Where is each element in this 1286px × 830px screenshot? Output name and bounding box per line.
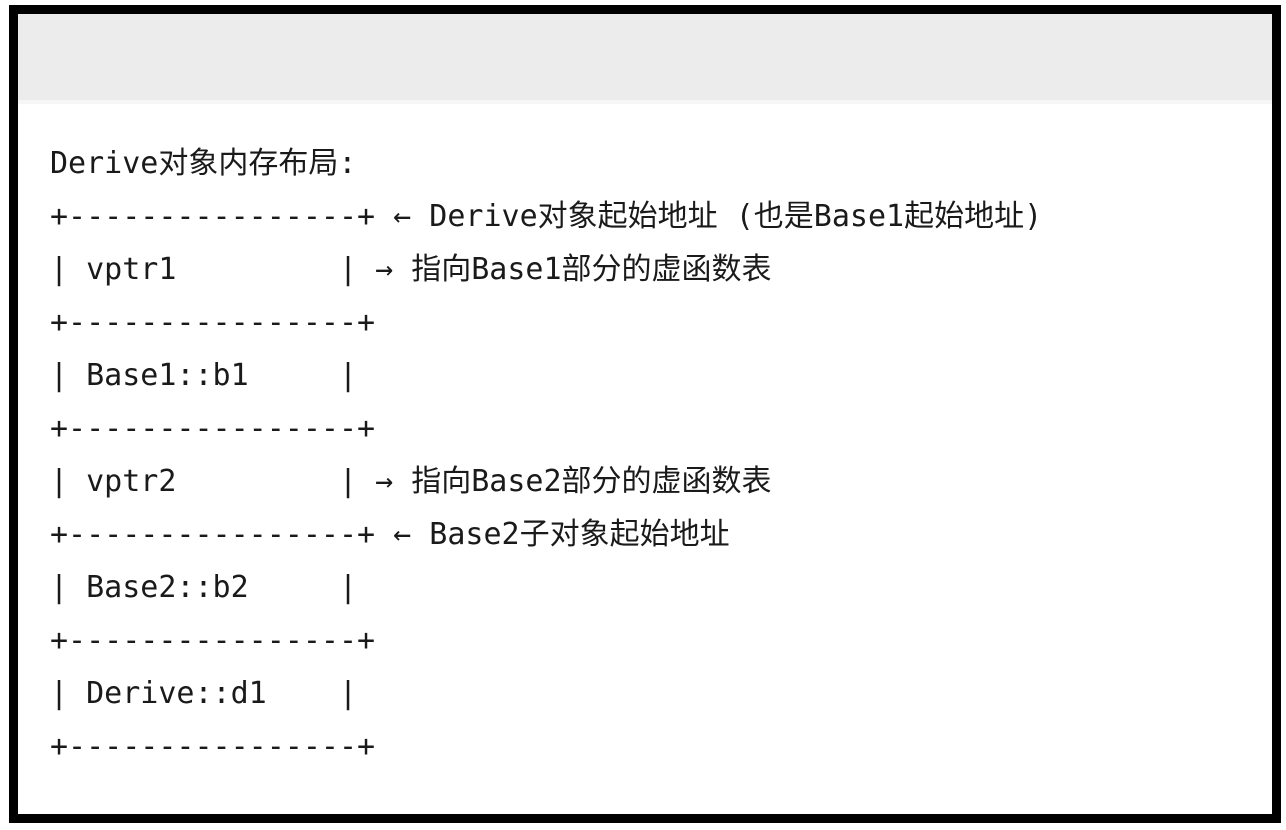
code-block-frame: Derive对象内存布局: +----------------+ ← Deriv… — [9, 5, 1281, 823]
code-block-header-band — [18, 14, 1272, 104]
memory-layout-ascii-diagram: Derive对象内存布局: +----------------+ ← Deriv… — [50, 146, 1043, 764]
